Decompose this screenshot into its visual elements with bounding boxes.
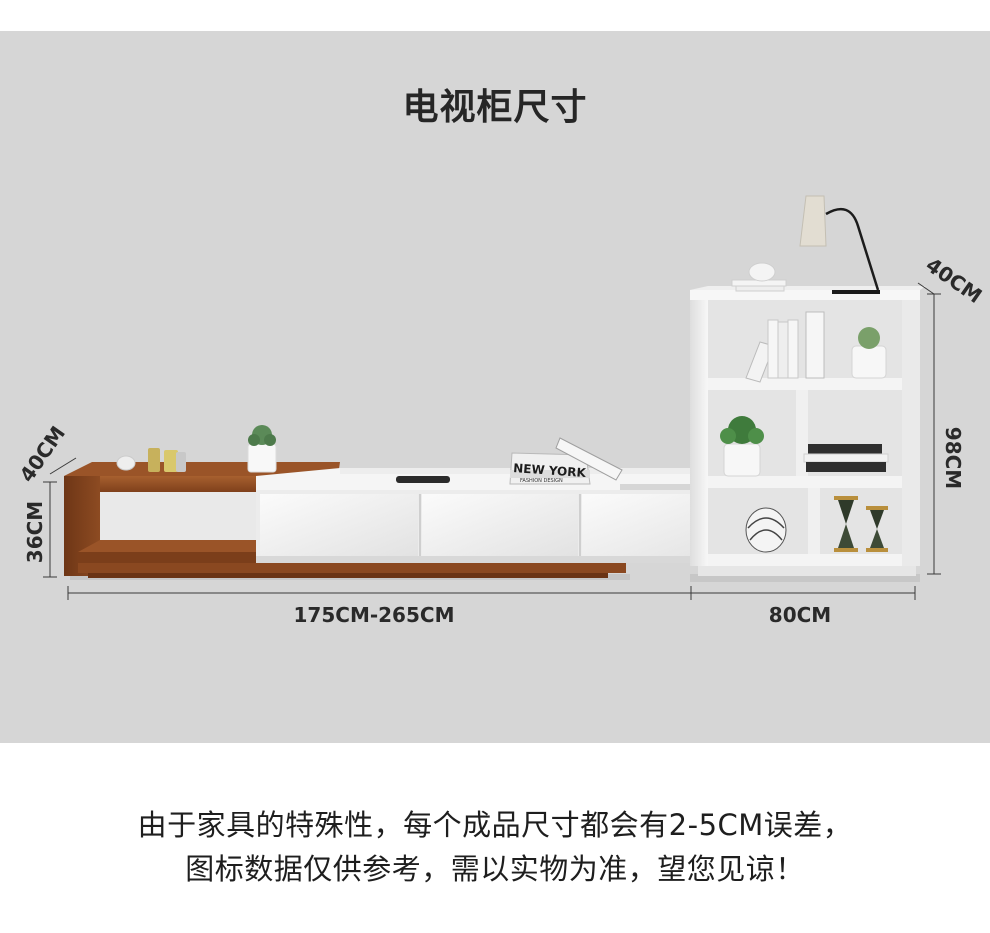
white-drawer-unit [256,468,746,563]
disclaimer-line-1: 由于家具的特殊性，每个成品尺寸都会有2-5CM误差， [137,808,853,842]
drawer-2 [422,494,578,556]
jar-icon [148,448,160,472]
remote-icon [396,476,450,483]
dimension-label-cabinet-width: 175CM-265CM [294,603,455,627]
dimension-label-cabinet-height: 36CM [23,501,47,563]
desk-lamp-icon [799,195,880,294]
dimension-label-shelf-height: 98CM [941,427,965,489]
books-shelf-icon [745,311,825,383]
dimension-lines [43,282,941,600]
drawer-1 [260,494,418,556]
hourglass-icon [834,496,888,552]
decor-items: NEW YORK FASHION DESIGN [116,195,889,553]
book-cover-subtitle: FASHION DESIGN [520,478,563,484]
dimension-label-shelf-width: 80CM [769,603,831,627]
page-title: 电视柜尺寸 [402,87,588,128]
potted-plant-icon [247,443,277,473]
book-cover-title: NEW YORK [513,461,587,480]
dimension-label-shelf-depth: 40CM [922,253,987,308]
disclaimer-line-2: 图标数据仅供参考，需以实物为准，望您见谅！ [185,852,805,886]
dimension-label-cabinet-depth: 40CM [15,422,70,487]
